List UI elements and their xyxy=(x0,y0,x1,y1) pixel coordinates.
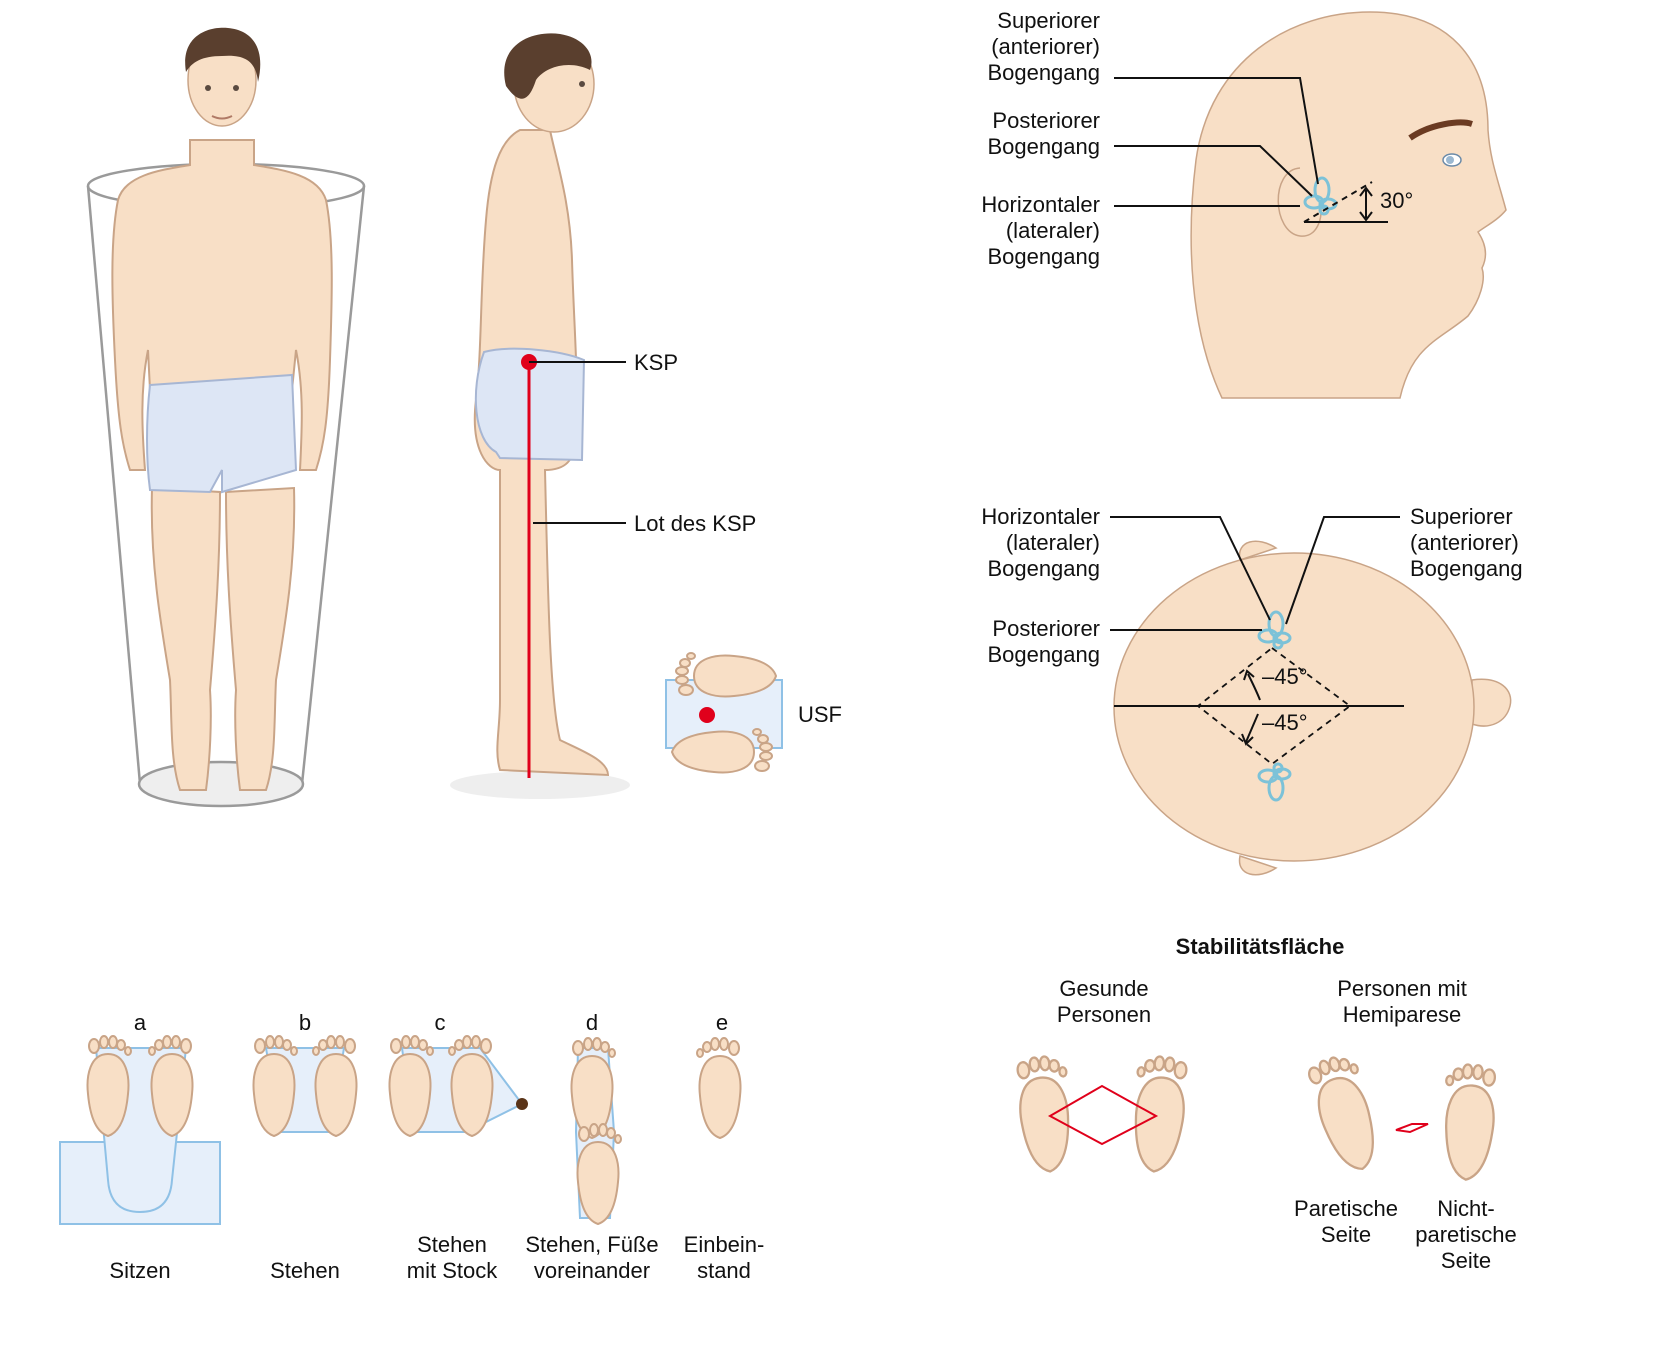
healthy-label: Gesunde Personen xyxy=(1057,976,1151,1027)
support-e: e Einbein- stand xyxy=(684,1010,765,1283)
support-a: a Sitzen xyxy=(59,1010,221,1283)
svg-text:Superiorer: Superiorer xyxy=(1410,504,1513,529)
svg-text:e: e xyxy=(716,1010,728,1035)
svg-text:b: b xyxy=(299,1010,311,1035)
hemiparesis-label: Personen mit Hemiparese xyxy=(1337,976,1467,1027)
stability-panel: Stabilitätsfläche Gesunde Personen Perso… xyxy=(1013,934,1517,1273)
svg-text:a: a xyxy=(134,1010,147,1035)
svg-text:Stehen: Stehen xyxy=(270,1258,340,1283)
svg-text:Personen: Personen xyxy=(1057,1002,1151,1027)
svg-text:Personen mit: Personen mit xyxy=(1337,976,1467,1001)
svg-text:Stehen: Stehen xyxy=(417,1232,487,1257)
support-d: d Stehen, Füße voreinander xyxy=(525,1010,658,1283)
top-horizontal-label: Horizontaler (lateraler) Bogengang xyxy=(981,504,1100,581)
top-superior-label: Superiorer (anteriorer) Bogengang xyxy=(1410,504,1523,581)
svg-text:Horizontaler: Horizontaler xyxy=(981,504,1100,529)
nonparetic-label: Nicht- paretische Seite xyxy=(1415,1196,1517,1273)
svg-text:Stehen, Füße: Stehen, Füße xyxy=(525,1232,658,1257)
svg-text:voreinander: voreinander xyxy=(534,1258,650,1283)
support-bases-row: a Sitzen b Stehen c Stehen mit Stock xyxy=(59,1010,765,1283)
plumb-label: Lot des KSP xyxy=(634,511,756,536)
usf-dot xyxy=(699,707,715,723)
svg-text:(anteriorer): (anteriorer) xyxy=(1410,530,1519,555)
svg-text:Bogengang: Bogengang xyxy=(987,642,1100,667)
lateral-horizontal-label: Horizontaler (lateraler) Bogengang xyxy=(981,192,1100,269)
svg-text:(lateraler): (lateraler) xyxy=(1006,530,1100,555)
support-b: b Stehen xyxy=(252,1010,358,1283)
svg-text:Seite: Seite xyxy=(1441,1248,1491,1273)
base-of-support-figure: USF xyxy=(665,652,842,774)
svg-text:Nicht-: Nicht- xyxy=(1437,1196,1494,1221)
svg-text:Horizontaler: Horizontaler xyxy=(981,192,1100,217)
angle-30-label: 30° xyxy=(1380,188,1413,213)
svg-text:Sitzen: Sitzen xyxy=(109,1258,170,1283)
support-c: c Stehen mit Stock xyxy=(388,1010,528,1283)
svg-text:(lateraler): (lateraler) xyxy=(1006,218,1100,243)
svg-text:Bogengang: Bogengang xyxy=(987,244,1100,269)
svg-text:Bogengang: Bogengang xyxy=(987,134,1100,159)
svg-text:(anteriorer): (anteriorer) xyxy=(991,34,1100,59)
svg-text:stand: stand xyxy=(697,1258,751,1283)
angle-lower-label: –45° xyxy=(1262,710,1308,735)
top-posterior-label: Posteriorer Bogengang xyxy=(987,616,1100,667)
angle-upper-label: –45° xyxy=(1262,664,1308,689)
lateral-posterior-label: Posteriorer Bogengang xyxy=(987,108,1100,159)
svg-text:d: d xyxy=(586,1010,598,1035)
svg-text:Einbein-: Einbein- xyxy=(684,1232,765,1257)
svg-text:Hemiparese: Hemiparese xyxy=(1343,1002,1462,1027)
svg-text:paretische: paretische xyxy=(1415,1222,1517,1247)
head-top-figure: –45° –45° Horizontaler (lateraler) Bogen… xyxy=(981,504,1523,876)
svg-text:c: c xyxy=(435,1010,446,1035)
svg-text:Posteriorer: Posteriorer xyxy=(992,108,1100,133)
lateral-superior-label: Superiorer (anteriorer) Bogengang xyxy=(987,8,1100,85)
svg-text:Gesunde: Gesunde xyxy=(1059,976,1148,1001)
svg-text:Bogengang: Bogengang xyxy=(987,556,1100,581)
stability-title: Stabilitätsfläche xyxy=(1176,934,1345,959)
ksp-label: KSP xyxy=(634,350,678,375)
svg-text:Seite: Seite xyxy=(1321,1222,1371,1247)
svg-text:Bogengang: Bogengang xyxy=(987,60,1100,85)
front-view-figure xyxy=(86,27,366,808)
side-view-figure: KSP Lot des KSP xyxy=(450,33,756,799)
head-lateral-figure: 30° Superiorer (anteriorer) Bogengang Po… xyxy=(981,8,1507,399)
svg-text:Paretische: Paretische xyxy=(1294,1196,1398,1221)
svg-text:Posteriorer: Posteriorer xyxy=(992,616,1100,641)
healthy-stability-area xyxy=(1047,1084,1159,1146)
usf-label: USF xyxy=(798,702,842,727)
svg-text:Bogengang: Bogengang xyxy=(1410,556,1523,581)
paretic-label: Paretische Seite xyxy=(1294,1196,1398,1247)
svg-text:mit Stock: mit Stock xyxy=(407,1258,498,1283)
hemiparesis-stability-area xyxy=(1395,1123,1429,1134)
svg-text:Superiorer: Superiorer xyxy=(997,8,1100,33)
